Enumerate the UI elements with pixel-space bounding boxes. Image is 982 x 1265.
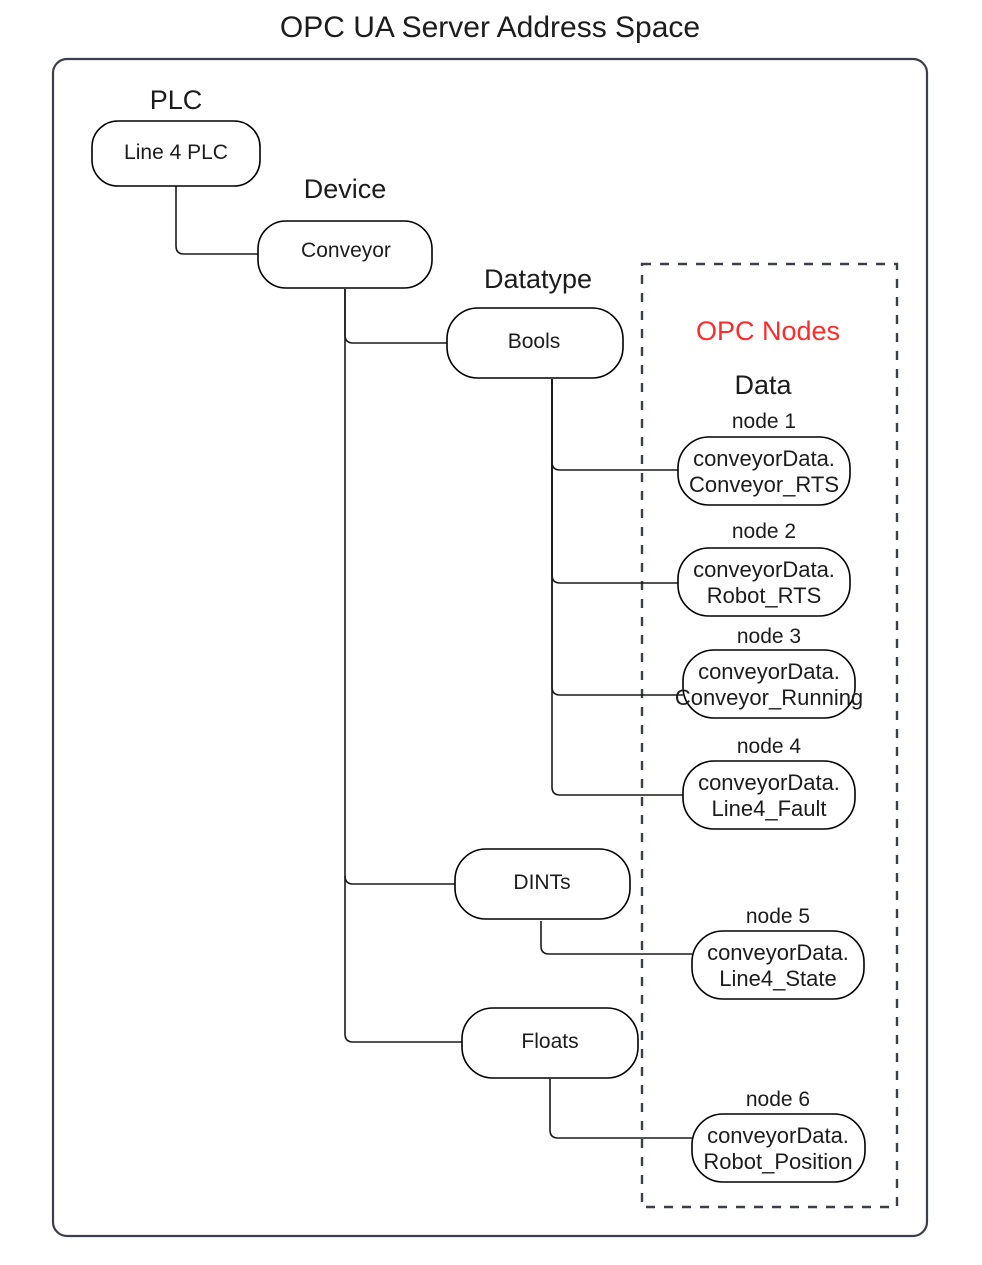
node-box-floats[interactable]: [461, 1007, 639, 1079]
node-caption-1: node 1: [731, 410, 797, 433]
opc-nodes-region: [640, 262, 899, 1209]
node-box-conveyor[interactable]: [257, 220, 433, 289]
group-caption-device: Device: [303, 174, 387, 204]
node-label-bools: Bools: [507, 330, 561, 353]
connector-conveyor-to-dints: [344, 875, 455, 885]
node-text-5-line2: Line4_State: [719, 965, 837, 991]
opc-nodes-heading: OPC Nodes: [695, 316, 841, 346]
node-caption-3: node 3: [736, 625, 802, 648]
node-text-3-line2: Conveyor_Running: [674, 684, 864, 710]
node-box-node2[interactable]: [677, 547, 851, 617]
node-caption-2: node 2: [731, 520, 797, 543]
connector-floats-to-node6: [549, 1079, 692, 1139]
node-text-1-line2: Conveyor_RTS: [689, 471, 839, 497]
node-label-dints: DINTs: [513, 871, 571, 894]
node-text-4-line2: Line4_Fault: [711, 795, 827, 821]
node-text-1-line1: conveyorData.: [693, 446, 835, 471]
node-text-5: conveyorData. Line4_State: [707, 940, 849, 991]
node-label-line4-plc: Line 4 PLC: [124, 141, 228, 164]
node-box-bools[interactable]: [446, 307, 624, 379]
node-label-conveyor: Conveyor: [301, 239, 391, 262]
connector-plc-to-conveyor: [175, 185, 258, 255]
node-text-2-line1: conveyorData.: [693, 557, 835, 582]
page-title: OPC UA Server Address Space: [279, 11, 701, 44]
node-box-node1[interactable]: [677, 436, 851, 506]
node-box-node4[interactable]: [682, 760, 856, 830]
node-label-floats: Floats: [521, 1030, 579, 1053]
connector-bools-to-node4: [551, 379, 683, 796]
opc-data-heading: Data: [734, 370, 792, 400]
node-text-4-line1: conveyorData.: [698, 770, 840, 795]
node-box-node3[interactable]: [682, 649, 856, 719]
node-text-5-line1: conveyorData.: [707, 940, 849, 965]
node-text-1: conveyorData. Conveyor_RTS: [689, 446, 839, 497]
connector-dints-to-node5: [540, 921, 692, 955]
node-text-6-line1: conveyorData.: [707, 1123, 849, 1148]
node-text-2-line2: Robot_RTS: [706, 582, 822, 608]
node-box-node5[interactable]: [691, 930, 865, 1000]
node-text-2: conveyorData. Robot_RTS: [693, 557, 835, 608]
group-caption-plc: PLC: [149, 85, 203, 115]
node-box-node6[interactable]: [691, 1113, 866, 1183]
node-text-4: conveyorData. Line4_Fault: [698, 770, 840, 821]
node-box-line4-plc[interactable]: [91, 120, 261, 187]
group-caption-datatype: Datatype: [483, 264, 593, 294]
node-caption-6: node 6: [745, 1088, 811, 1111]
node-box-dints[interactable]: [454, 848, 631, 920]
node-caption-5: node 5: [745, 905, 811, 928]
node-text-6: conveyorData. Robot_Position: [703, 1123, 852, 1174]
node-text-6-line2: Robot_Position: [703, 1148, 853, 1174]
connector-conveyor-trunk: [344, 289, 462, 1043]
node-text-3-line1: conveyorData.: [698, 659, 840, 684]
node-caption-4: node 4: [736, 735, 802, 758]
node-text-3: conveyorData. Conveyor_Running: [675, 659, 863, 710]
